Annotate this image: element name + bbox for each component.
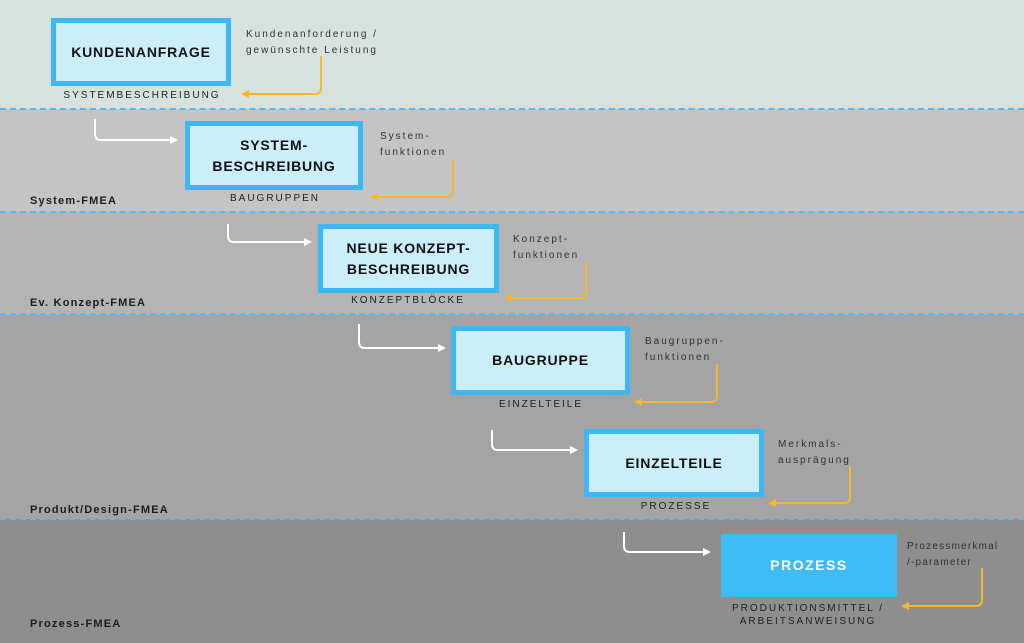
flow-arrow <box>358 324 446 352</box>
note-merkmalsauspraegung: Merkmals- ausprägung <box>778 439 851 466</box>
band-label-system-fmea: System-FMEA <box>30 195 118 207</box>
flow-arrow <box>94 119 178 144</box>
step-sublabel-baugruppen: BAUGRUPPEN <box>229 193 321 204</box>
flow-arrow <box>623 532 711 556</box>
feedback-arrow <box>370 160 454 201</box>
note-kundenanforderung: Kundenanforderung / gewünschte Leistung <box>246 29 378 56</box>
step-sublabel-systembeschreibung: SYSTEMBESCHREIBUNG <box>63 90 221 101</box>
feedback-arrow <box>241 56 322 98</box>
band-label-konzept-fmea: Ev. Konzept-FMEA <box>30 297 147 309</box>
feedback-arrow <box>901 568 983 610</box>
step-box-einzelteile: EINZELTEILE <box>584 429 764 497</box>
separator-line <box>0 108 1024 110</box>
separator-line <box>0 518 1024 520</box>
step-box-konzeptbeschreibung: NEUE KONZEPT- BESCHREIBUNG <box>318 224 499 293</box>
step-sublabel-konzeptbloecke: KONZEPTBLÖCKE <box>351 295 465 306</box>
flow-arrow <box>227 224 312 246</box>
feedback-arrow <box>634 364 718 406</box>
separator-line <box>0 313 1024 315</box>
band-label-prozess-fmea: Prozess-FMEA <box>30 618 122 630</box>
note-prozessmerkmal: Prozessmerkmal /-parameter <box>907 541 999 568</box>
separator-line <box>0 211 1024 213</box>
step-box-baugruppe: BAUGRUPPE <box>451 326 630 395</box>
step-sublabel-produktionsmittel: PRODUKTIONSMITTEL / ARBEITSANWEISUNG <box>731 603 885 627</box>
feedback-arrow <box>504 262 587 302</box>
band-label-produkt-design-fmea: Produkt/Design-FMEA <box>30 504 169 516</box>
step-box-kundenanfrage: KUNDENANFRAGE <box>51 18 231 86</box>
note-systemfunktionen: System- funktionen <box>380 131 447 158</box>
step-sublabel-einzelteile: EINZELTEILE <box>498 399 584 410</box>
flow-arrow <box>491 430 578 454</box>
step-box-systembeschreibung: SYSTEM- BESCHREIBUNG <box>185 121 363 190</box>
step-box-prozess: PROZESS <box>721 534 897 597</box>
feedback-arrow <box>768 466 851 507</box>
note-baugruppenfunktionen: Baugruppen- funktionen <box>645 336 725 363</box>
band-system-fmea <box>0 109 1024 212</box>
step-sublabel-prozesse: PROZESSE <box>640 501 712 512</box>
note-konzeptfunktionen: Konzept- funktionen <box>513 234 580 261</box>
